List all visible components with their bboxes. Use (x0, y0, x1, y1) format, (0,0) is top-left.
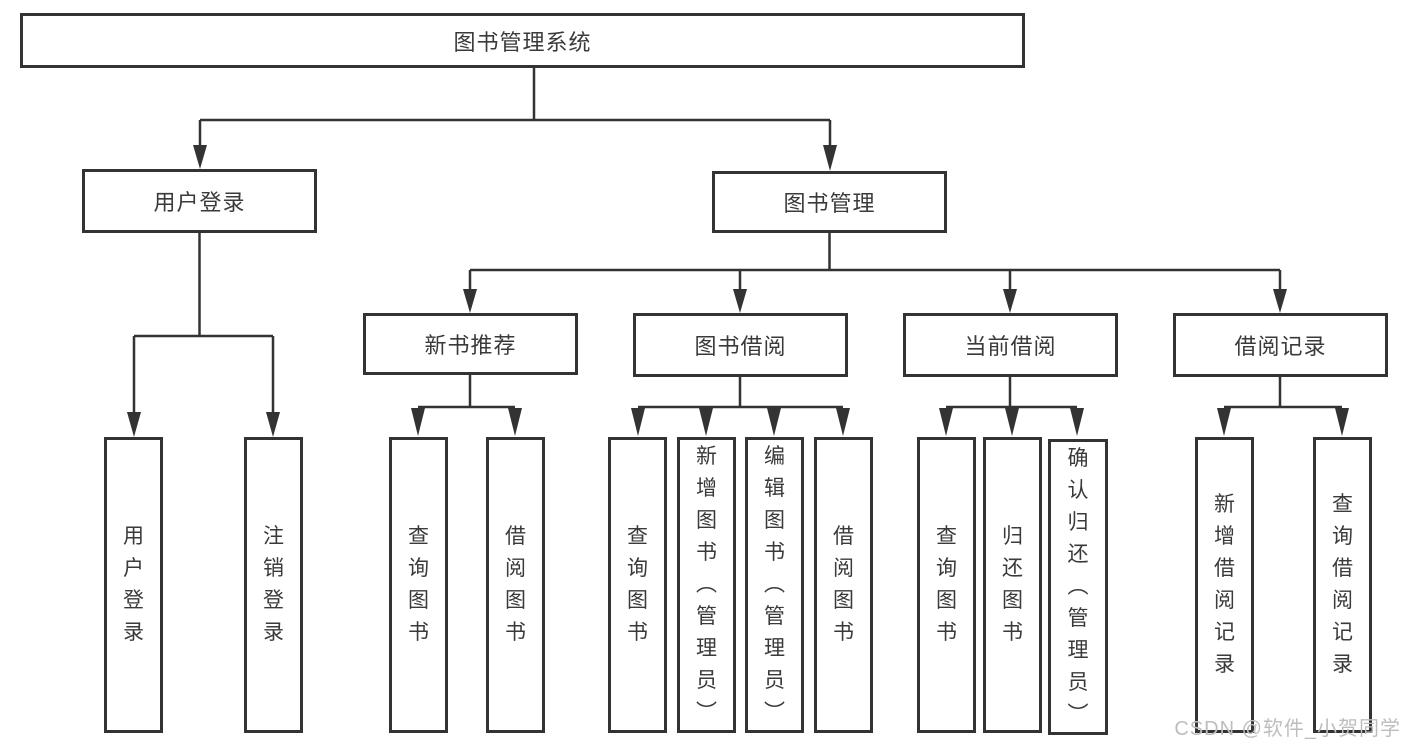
leaf-borrow-borrow-books: 借 阅 图 书 (814, 437, 873, 733)
node-current-borrowing: 当前借阅 (903, 313, 1118, 377)
watermark-text: CSDN @软件_小贺同学 (1174, 718, 1401, 740)
node-new-book-recommendation: 新书推荐 (363, 313, 578, 375)
leaf-current-return-books: 归 还 图 书 (983, 437, 1042, 733)
leaf-current-query-books: 查 询 图 书 (917, 437, 976, 733)
node-user-login-branch: 用户登录 (82, 169, 317, 233)
node-book-management: 图书管理 (712, 171, 947, 233)
node-book-borrowing: 图书借阅 (633, 313, 848, 377)
leaf-newbook-query-books: 查 询 图 书 (389, 437, 448, 733)
leaf-records-add-record: 新 增 借 阅 记 录 (1195, 437, 1254, 733)
leaf-borrow-edit-books-admin: 编 辑 图 书 ︵ 管 理 员 ︶ (745, 437, 804, 733)
leaf-user-login: 用 户 登 录 (104, 437, 163, 733)
leaf-logout: 注 销 登 录 (244, 437, 303, 733)
connector-arrowheads (127, 145, 1349, 437)
leaf-borrow-add-books-admin: 新 增 图 书 ︵ 管 理 员 ︶ (677, 437, 736, 733)
node-root-system: 图书管理系统 (20, 13, 1025, 68)
leaf-borrow-query-books: 查 询 图 书 (608, 437, 667, 733)
node-borrowing-records: 借阅记录 (1173, 313, 1388, 377)
leaf-records-query-record: 查 询 借 阅 记 录 (1313, 437, 1372, 733)
connector-lines (132, 68, 1342, 414)
leaf-current-confirm-return-admin: 确 认 归 还 ︵ 管 理 员 ︶ (1048, 439, 1108, 735)
leaf-newbook-borrow-books: 借 阅 图 书 (486, 437, 545, 733)
